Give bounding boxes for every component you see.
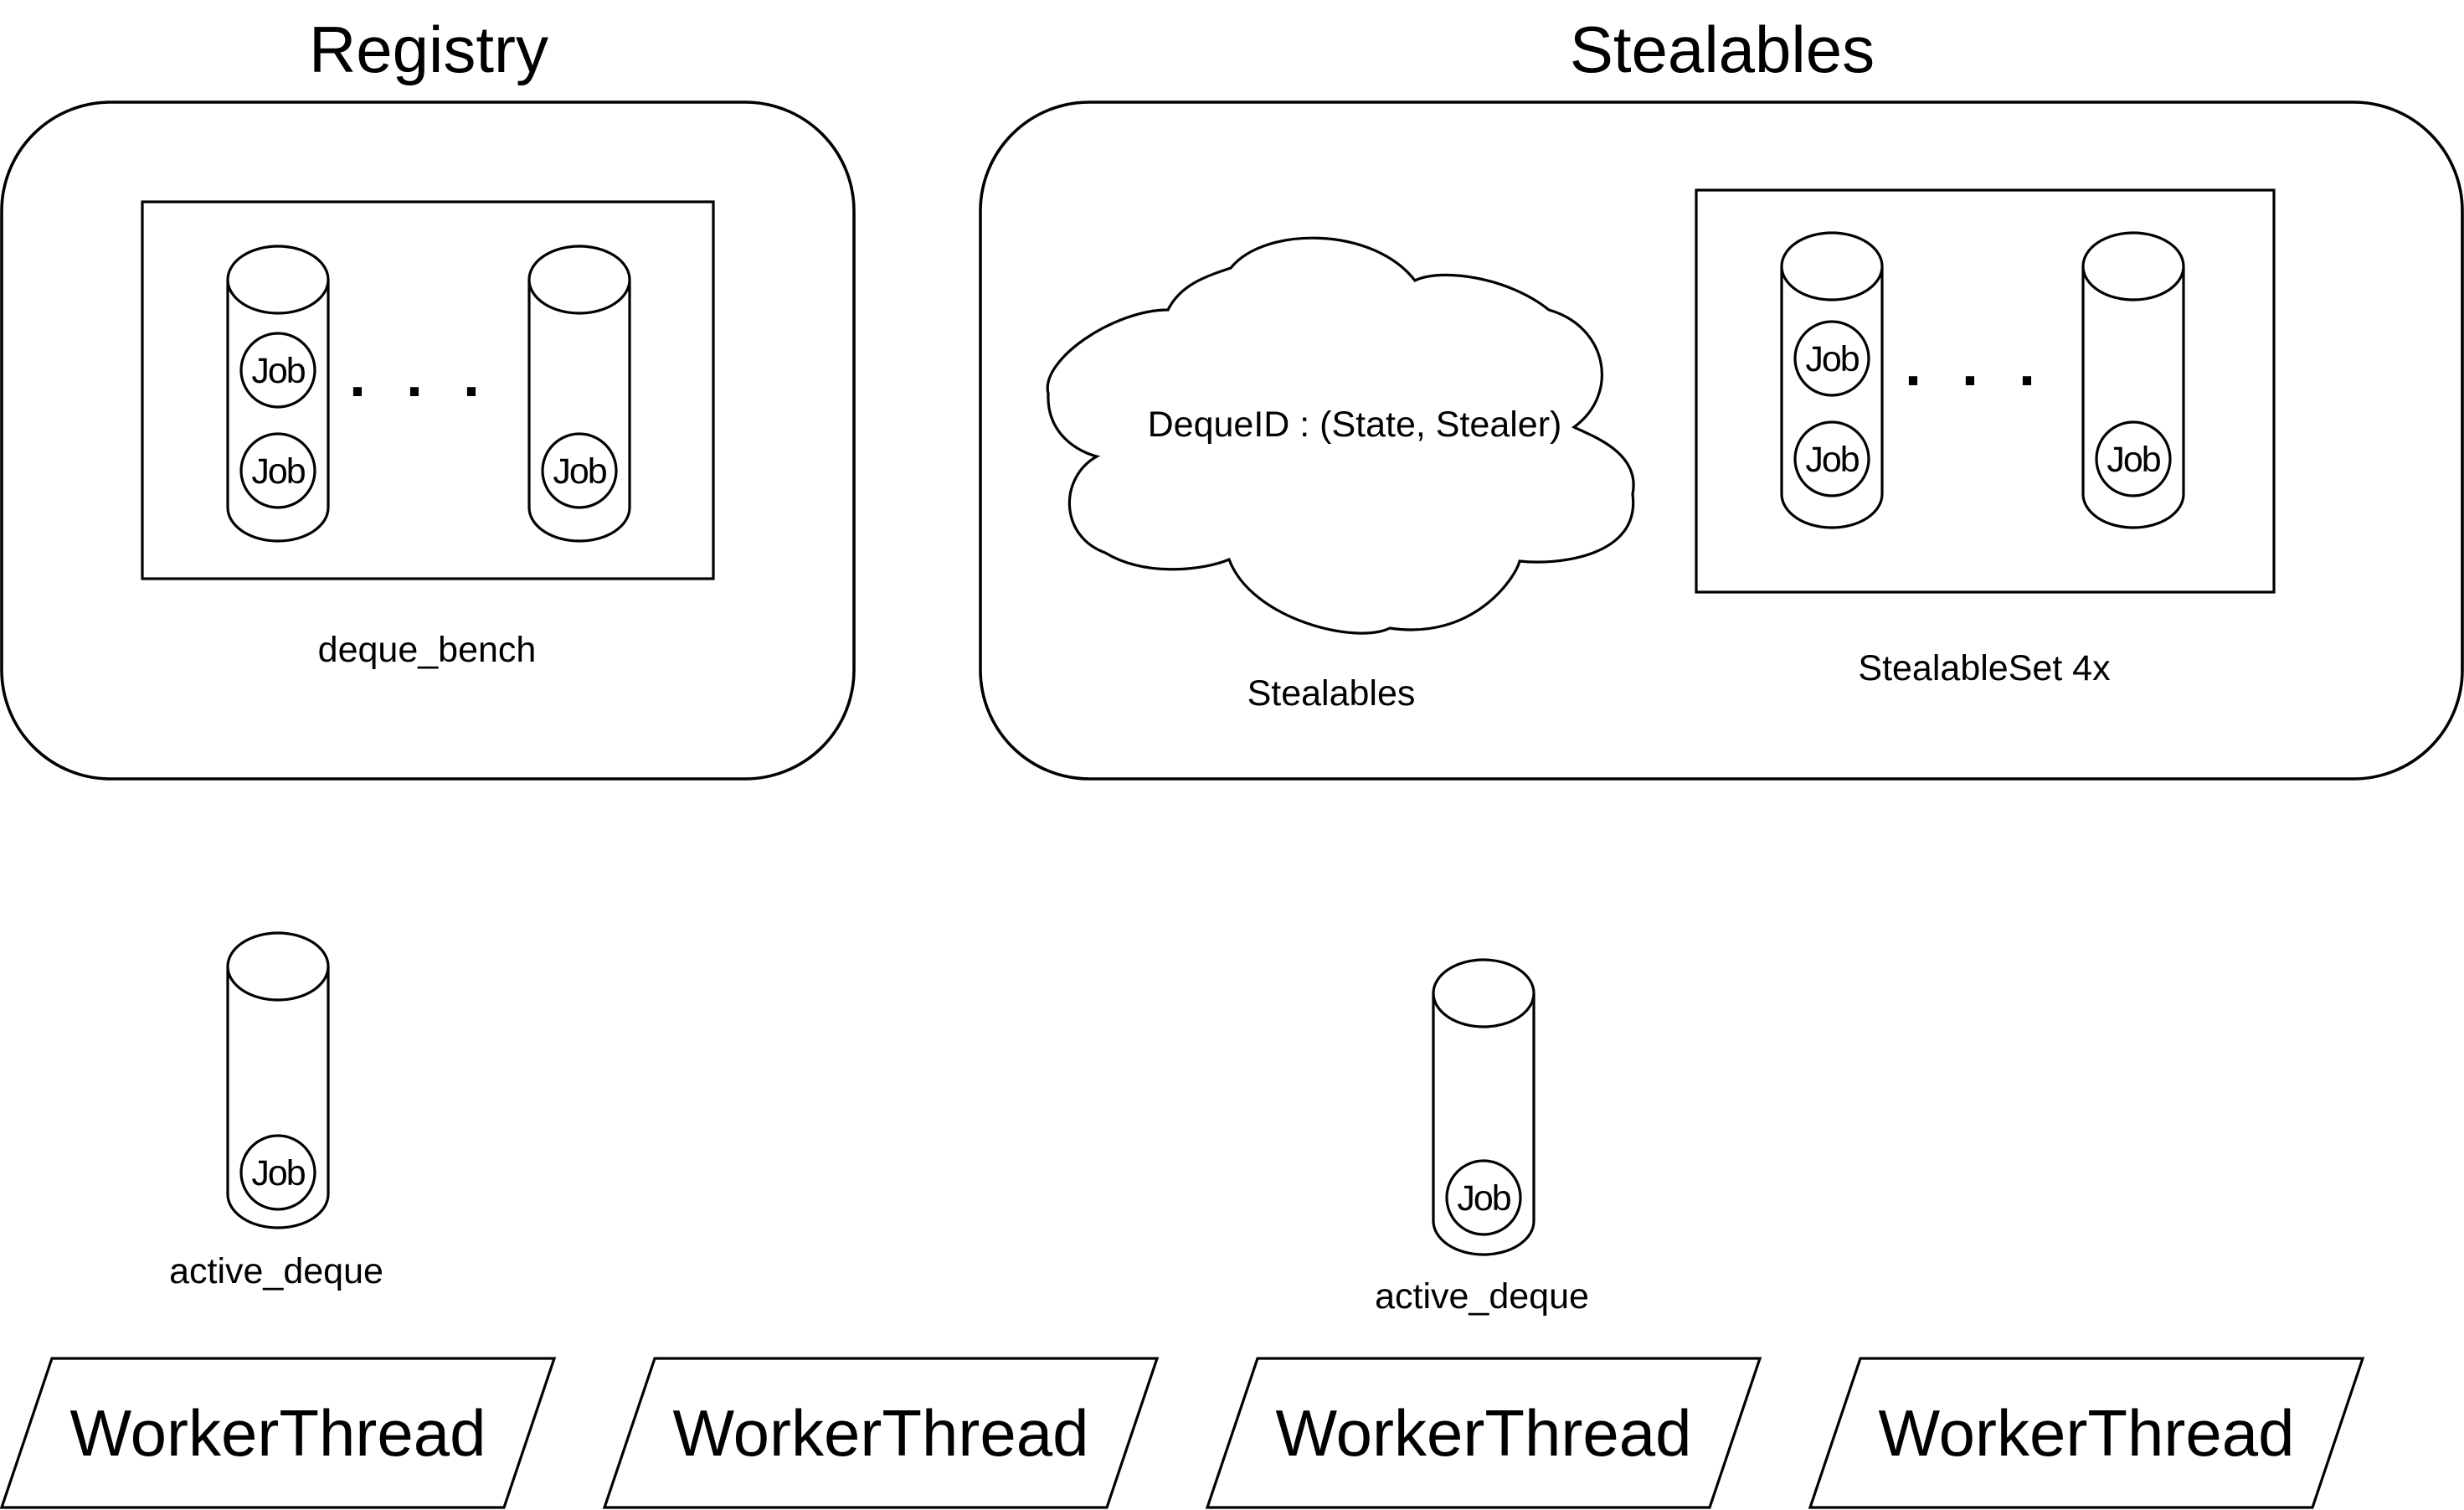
svg-text:Job: Job: [251, 451, 305, 492]
job-token: Job: [239, 1134, 316, 1211]
job-token: Job: [239, 332, 316, 409]
job-token: Job: [1793, 420, 1870, 497]
worker-thread-4: WorkerThread: [1808, 1357, 2365, 1509]
job-token: Job: [1445, 1159, 1522, 1236]
stealables-title: Stealables: [1570, 13, 1875, 86]
svg-text:Job: Job: [1805, 440, 1859, 480]
set-ellipsis: . . .: [1905, 332, 2047, 399]
deque-bench-box: Job Job . . . Job: [141, 200, 715, 580]
set-deque-last: Job: [2081, 231, 2185, 529]
job-token: Job: [541, 432, 618, 509]
active-deque-2: Job active_deque: [1375, 958, 1589, 1317]
registry-title: Registry: [309, 13, 548, 86]
registry-container: Job Job . . . Job deque_bench: [0, 100, 856, 781]
svg-text:WorkerThread: WorkerThread: [1878, 1396, 2294, 1470]
job-token: Job: [239, 432, 316, 509]
svg-text:Job: Job: [2106, 440, 2160, 480]
stealable-set-label: StealableSet 4x: [1858, 648, 2111, 688]
svg-text:WorkerThread: WorkerThread: [1275, 1396, 1691, 1470]
active-deque-1: Job active_deque: [169, 931, 383, 1291]
active-deque-label: active_deque: [1375, 1276, 1589, 1317]
cloud-text: DequeID : (State, Stealer): [1148, 405, 1562, 445]
svg-text:WorkerThread: WorkerThread: [672, 1396, 1088, 1470]
bench-deque-first: Job Job: [226, 245, 330, 543]
worker-thread-2: WorkerThread: [602, 1357, 1160, 1509]
bench-deque-last: Job: [527, 245, 631, 543]
job-token: Job: [2095, 420, 2172, 497]
svg-text:WorkerThread: WorkerThread: [69, 1396, 486, 1470]
svg-text:Job: Job: [1805, 339, 1859, 379]
stealable-set-box: Job Job . . . Job: [1695, 188, 2276, 594]
set-deque-first: Job Job: [1780, 231, 1884, 529]
svg-text:Job: Job: [553, 451, 606, 492]
worker-thread-1: WorkerThread: [0, 1357, 557, 1509]
svg-text:Job: Job: [251, 1153, 305, 1193]
worker-thread-3: WorkerThread: [1205, 1357, 1762, 1509]
deque-bench-label: deque_bench: [318, 630, 537, 670]
stealables-cloud: DequeID : (State, Stealer): [1046, 236, 1635, 635]
job-token: Job: [1793, 320, 1870, 397]
svg-text:Job: Job: [251, 351, 305, 391]
cloud-label: Stealables: [1247, 673, 1416, 714]
svg-text:Job: Job: [1457, 1178, 1510, 1219]
active-deque-label: active_deque: [169, 1251, 383, 1291]
bench-ellipsis: . . .: [349, 343, 491, 410]
stealables-container: DequeID : (State, Stealer) Stealables Jo…: [979, 100, 2464, 781]
